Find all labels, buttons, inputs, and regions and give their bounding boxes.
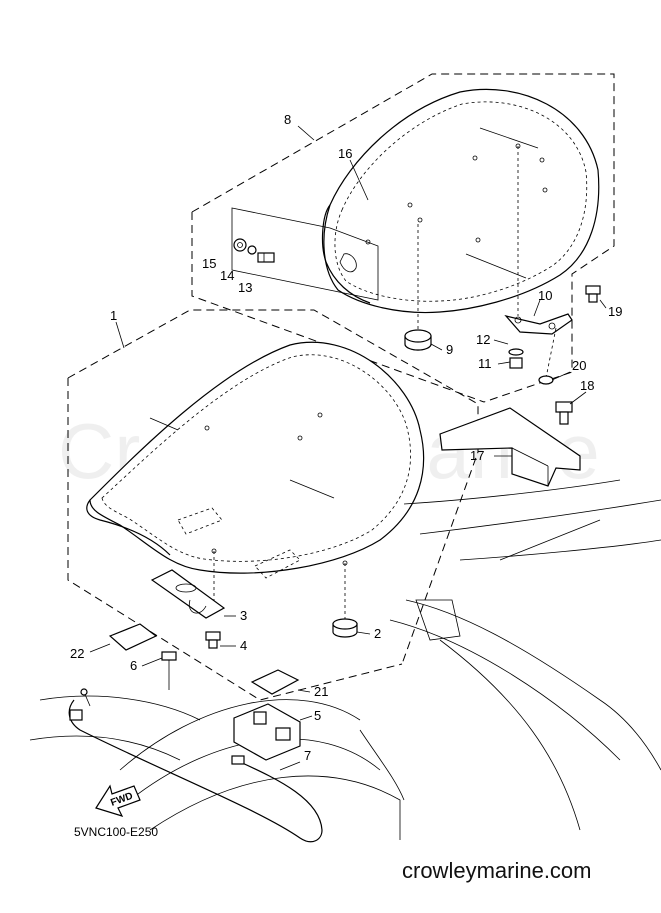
switch-5 [233, 703, 301, 761]
cable-7 [68, 688, 323, 843]
pad-21 [250, 669, 300, 695]
callout-4: 4 [240, 638, 247, 653]
damper-9 [404, 329, 432, 351]
callout-15: 15 [202, 256, 216, 271]
damper-2 [332, 618, 358, 638]
bracket-10-assembly [504, 285, 601, 385]
bolt-13-washer-14-washer-15 [233, 238, 275, 263]
forward-arrow: FWD [95, 784, 141, 817]
callout-3: 3 [240, 608, 247, 623]
bolt-18 [555, 401, 573, 425]
front-seat-pad [86, 341, 425, 620]
rear-seat-pad [321, 88, 600, 330]
front-seat-group-boundary [67, 309, 479, 701]
callout-1: 1 [110, 308, 117, 323]
callout-21: 21 [314, 684, 328, 699]
rear-seat-base-panel [231, 207, 379, 301]
callout-14: 14 [220, 268, 234, 283]
bolt-4 [205, 631, 221, 649]
callout-5: 5 [314, 708, 321, 723]
callout-2: 2 [374, 626, 381, 641]
callout-18: 18 [580, 378, 594, 393]
footer-site-text: crowleymarine.com [402, 858, 592, 883]
callout-8: 8 [284, 112, 291, 127]
callout-17: 17 [470, 448, 484, 463]
callout-6: 6 [130, 658, 137, 673]
callout-10: 10 [538, 288, 552, 303]
callout-12: 12 [476, 332, 490, 347]
callout-numbers: 1 2 3 4 5 6 7 8 9 10 11 12 13 14 15 16 1… [70, 112, 622, 763]
callout-13: 13 [238, 280, 252, 295]
plate-3 [150, 569, 226, 619]
callout-11: 11 [478, 356, 492, 371]
callout-20: 20 [572, 358, 586, 373]
rear-seat-group-boundary [191, 73, 615, 403]
callout-7: 7 [304, 748, 311, 763]
pad-22 [108, 623, 158, 651]
callout-9: 9 [446, 342, 453, 357]
callout-16: 16 [338, 146, 352, 161]
callout-22: 22 [70, 646, 84, 661]
callout-19: 19 [608, 304, 622, 319]
leader-lines [89, 125, 607, 771]
bolt-6 [161, 651, 177, 690]
drawing-code: 5VNC100-E250 [74, 825, 158, 839]
bracket-17 [439, 407, 581, 487]
